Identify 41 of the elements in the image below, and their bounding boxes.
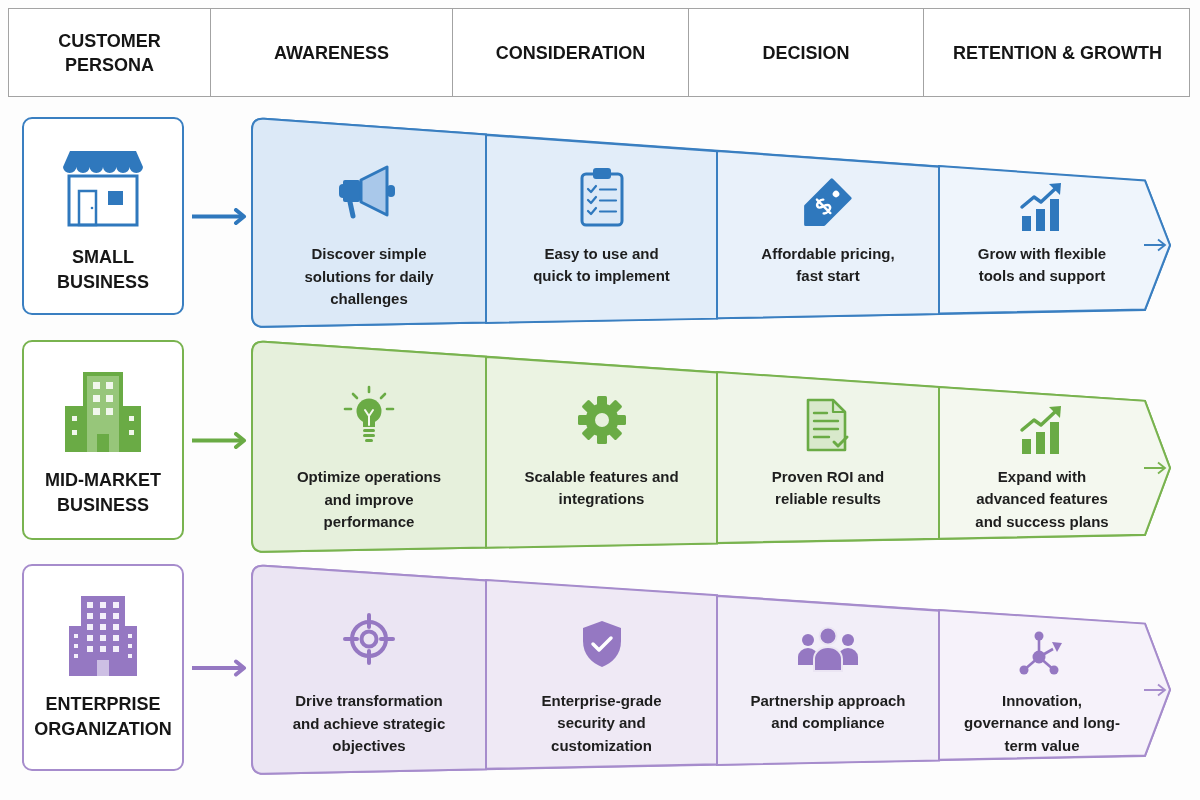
stage-cell [486,580,717,770]
persona-label: MID-MARKET BUSINESS [45,470,161,515]
chevron-band [252,341,1170,552]
chevron-band [252,118,1170,327]
stage-description: Grow with flexible tools and support [977,245,1107,285]
stage-description: Scalable features and integrations [524,468,679,508]
column-header: DECISION [762,41,850,65]
stage-cell [252,118,486,327]
column-header: CUSTOMER PERSONA [57,29,162,77]
stage-description: Easy to use and quick to implement [533,245,670,285]
stage-description: Expand with advanced features and success plans [975,468,1109,530]
stage-description: Affordable pricing, fast start [761,245,895,285]
stage-cell [939,166,1170,314]
persona-card [22,340,184,540]
arrow [192,659,246,677]
persona-card [22,117,184,315]
arrow [192,432,246,449]
stage-description: Drive transformation and achieve strategic objectives [292,692,446,754]
stage-description: Discover simple solutions for daily challenges [304,245,434,307]
stage-cell [486,356,717,548]
stage-cell [939,387,1170,539]
stage-cell [717,595,939,765]
stage-cell [717,150,939,319]
persona-label: ENTERPRISE ORGANIZATION [34,694,172,739]
stage-cell [939,610,1170,761]
column-header: CONSIDERATION [495,41,646,65]
stage-description: Partnership approach and compliance [750,692,906,732]
chevron-band [252,565,1170,774]
stage-cell [486,134,717,323]
arrow [192,208,246,225]
stage-description: Enterprise-grade security and customization [541,692,662,754]
column-header: AWARENESS [274,41,389,65]
stage-description: Proven ROI and reliable results [771,468,885,508]
persona-card [22,564,184,771]
stage-cell [717,372,939,544]
persona-label: SMALL BUSINESS [57,247,149,292]
stage-cell [252,565,486,774]
stage-description: Optimize operations and improve performance [296,468,442,530]
column-header: RETENTION & GROWTH [953,41,1162,65]
stage-description: Innovation, governance and long-term value [964,692,1120,754]
stage-cell [252,341,486,552]
